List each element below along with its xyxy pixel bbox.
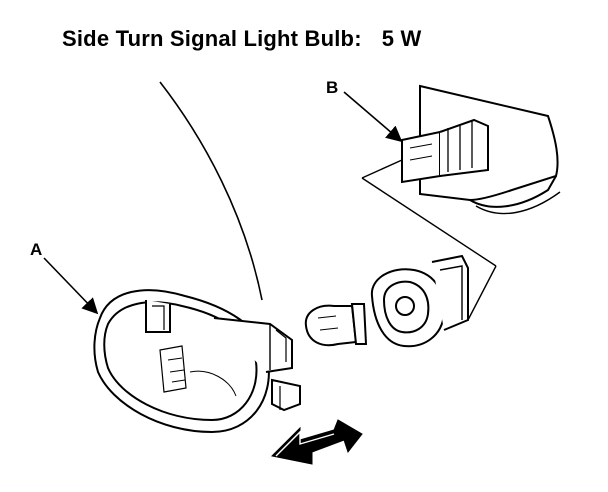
assembly-guide-line: [467, 265, 497, 321]
leader-line-b: [343, 91, 403, 143]
removal-direction-arrow: [270, 419, 363, 465]
callout-label-a: A: [30, 240, 43, 259]
diagram-title: Side Turn Signal Light Bulb: 5 W: [62, 26, 421, 52]
leader-line-a: [43, 257, 99, 315]
title-text: Side Turn Signal Light Bulb:: [62, 26, 362, 51]
assembly-guide-line: [361, 159, 403, 179]
assembly-guide-line: [361, 177, 497, 267]
bulb-socket: [370, 254, 469, 348]
bulb-wattage: 5 W: [381, 26, 422, 51]
connector-b: [401, 118, 489, 184]
body-contour-line: [159, 81, 263, 301]
callout-label-b: B: [326, 78, 339, 97]
wedge-bulb: [304, 303, 368, 347]
side-marker-housing: [93, 289, 301, 434]
